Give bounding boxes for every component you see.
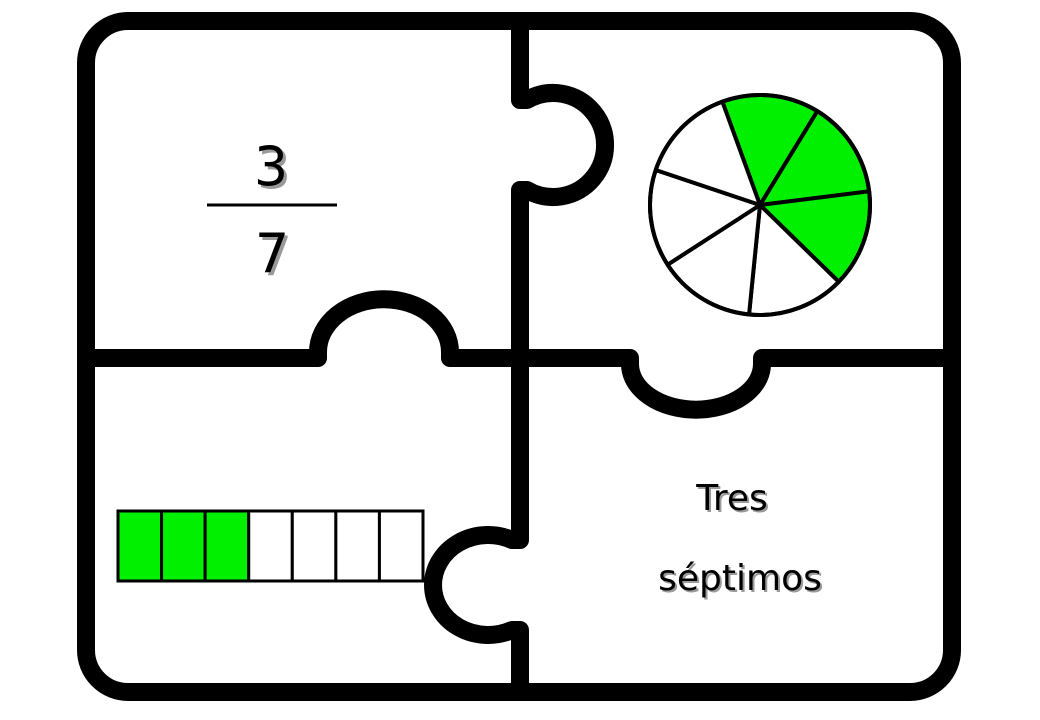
seam-upper-vertical [511,21,614,358]
numerator: 3 [254,135,288,198]
bar-cell [160,509,207,583]
bar-cell [116,509,164,583]
bar-cell [290,509,338,583]
pie-outline [648,93,872,317]
bar-cell [334,509,381,583]
words-line1: Tres [695,478,768,519]
denominator: 7 [255,222,289,285]
pie-model [648,93,872,317]
fraction-piece: 3 3 7 7 [207,135,337,288]
seam-left-horizontal [86,290,520,367]
words-line1-shadow: Tres [697,480,770,521]
bar-cell [377,509,425,583]
denominator-shadow: 7 [258,225,292,288]
bar-cell [247,509,294,583]
words-line2-shadow: séptimos [660,560,824,601]
numerator-shadow: 3 [257,138,291,201]
seam-right-horizontal [520,349,952,419]
words-piece: Tres Tres séptimos séptimos [658,478,824,601]
words-line2: séptimos [658,558,822,599]
bar-model [116,509,425,583]
seam-lower-vertical [424,358,529,692]
bar-cell [203,509,251,583]
